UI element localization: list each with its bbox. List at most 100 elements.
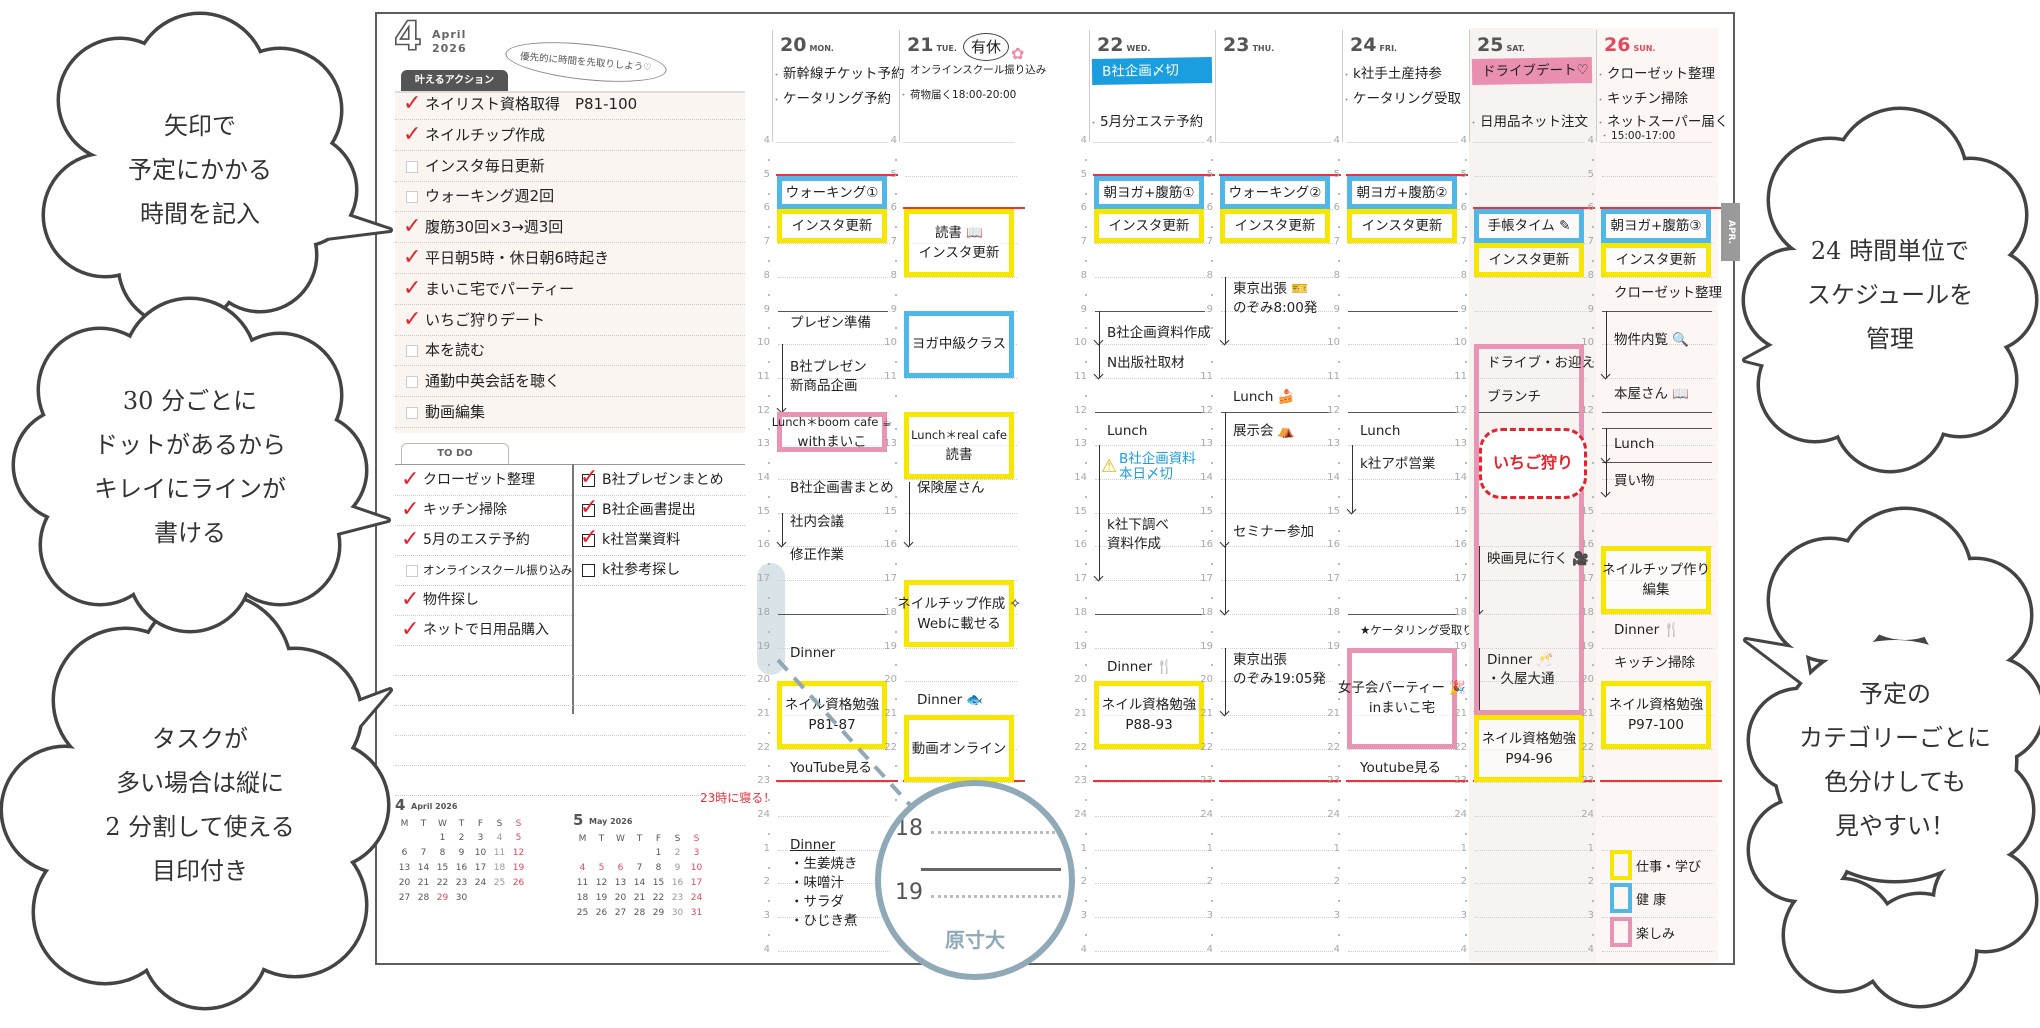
event-text-block[interactable]: 修正作業	[790, 546, 844, 565]
calendar-day[interactable]: 7	[420, 848, 427, 858]
event-text-block[interactable]: Dinner 🐟	[917, 691, 983, 710]
calendar-day[interactable]: 7	[636, 863, 643, 873]
calendar-day[interactable]: 22	[652, 893, 665, 903]
calendar-day[interactable]: 29	[436, 893, 449, 903]
event-text-block[interactable]: Lunch	[1614, 435, 1654, 454]
event-box[interactable]: 朝ヨガ+腹筋②	[1347, 175, 1457, 210]
event-box[interactable]: 女子会パーティー 🎉inまいこ宅	[1338, 647, 1466, 749]
todo-item[interactable]: ✓物件探し	[395, 585, 572, 616]
event-text-block[interactable]: キッチン掃除	[1614, 654, 1695, 673]
todo-item[interactable]: ✓キッチン掃除	[395, 495, 572, 526]
event-box[interactable]: ネイルチップ作り編集	[1601, 546, 1711, 614]
event-text-block[interactable]: 東京出張のぞみ19:05発	[1233, 651, 1326, 689]
event-text-block[interactable]: Lunch	[1360, 422, 1400, 441]
calendar-day[interactable]: 18	[576, 893, 589, 903]
event-box[interactable]: 朝ヨガ+腹筋①	[1094, 175, 1204, 210]
action-item[interactable]: ✓いちご狩りデート	[395, 305, 745, 336]
calendar-day[interactable]: 10	[690, 863, 703, 873]
calendar-day[interactable]: 9	[458, 848, 465, 858]
calendar-day[interactable]: 28	[417, 893, 430, 903]
calendar-day[interactable]: 18	[493, 863, 506, 873]
action-item[interactable]: 動画編集	[395, 397, 745, 428]
calendar-day[interactable]: 20	[614, 893, 627, 903]
action-item[interactable]: ✓ネイルチップ作成	[395, 120, 745, 151]
event-text-block[interactable]: N出版社取材	[1107, 354, 1185, 373]
calendar-day[interactable]: 28	[633, 908, 646, 918]
calendar-day[interactable]: 15	[436, 863, 449, 873]
action-item[interactable]: ✓ネイリスト資格取得 P81-100	[395, 89, 745, 120]
calendar-day[interactable]: 24	[474, 878, 487, 888]
action-item[interactable]: 本を読む	[395, 335, 745, 367]
event-text-block[interactable]: Dinner・生姜焼き・味噌汁・サラダ・ひじき煮	[790, 836, 858, 931]
todo-item[interactable]: ✓ネットで日用品購入	[395, 615, 572, 646]
calendar-day[interactable]: 5	[598, 863, 605, 873]
calendar-day[interactable]: 15	[652, 878, 665, 888]
calendar-day[interactable]: 29	[652, 908, 665, 918]
calendar-day[interactable]: 31	[690, 908, 703, 918]
calendar-day[interactable]: 13	[398, 863, 411, 873]
calendar-day[interactable]: 6	[617, 863, 624, 873]
event-text-block[interactable]: 展示会 ⛺	[1233, 422, 1295, 441]
checkbox-icon[interactable]	[406, 376, 418, 389]
checkbox-icon[interactable]	[582, 474, 595, 487]
event-text-block[interactable]: YouTube見る	[790, 759, 872, 778]
calendar-day[interactable]: 12	[512, 848, 525, 858]
event-box[interactable]: インスタ更新	[1474, 243, 1584, 277]
calendar-day[interactable]: 30	[455, 893, 468, 903]
event-text-block[interactable]: プレゼン準備	[790, 314, 871, 333]
actions-tab[interactable]: 叶えるアクション	[401, 70, 508, 91]
event-box[interactable]: インスタ更新	[1220, 209, 1330, 244]
calendar-day[interactable]: 23	[671, 893, 684, 903]
calendar-day[interactable]: 4	[496, 833, 503, 843]
checkbox-icon[interactable]	[582, 534, 595, 547]
event-box[interactable]: ヨガ中級クラス	[904, 310, 1014, 378]
event-text-block[interactable]: Dinner 🍴	[1107, 658, 1173, 677]
event-text-block[interactable]: 社内会議	[790, 513, 844, 532]
checkbox-icon[interactable]	[406, 191, 418, 204]
event-text-block[interactable]: 東京出張 🎫のぞみ8:00発	[1233, 280, 1317, 318]
event-box[interactable]: 読書 📖インスタ更新	[904, 209, 1014, 277]
calendar-day[interactable]: 17	[690, 878, 703, 888]
calendar-day[interactable]: 23	[455, 878, 468, 888]
event-text-block[interactable]: B社企画資料作成	[1107, 324, 1211, 343]
calendar-day[interactable]: 14	[417, 863, 430, 873]
calendar-day[interactable]: 17	[474, 863, 487, 873]
calendar-day[interactable]: 2	[674, 848, 681, 858]
event-box[interactable]	[1474, 344, 1584, 715]
checkbox-icon[interactable]	[406, 160, 418, 173]
calendar-day[interactable]: 30	[671, 908, 684, 918]
todo-item[interactable]: ✓クローゼット整理	[395, 465, 572, 496]
event-text-block[interactable]: ★ケータリング受取り	[1360, 621, 1474, 640]
calendar-day[interactable]: 19	[512, 863, 525, 873]
event-box[interactable]: インスタ更新	[777, 209, 887, 244]
event-text-block[interactable]: 物件内覧 🔍	[1614, 331, 1689, 350]
calendar-day[interactable]: 24	[690, 893, 703, 903]
todo-item[interactable]: ✓k社営業資料	[576, 525, 745, 556]
event-text-block[interactable]: B社プレゼン新商品企画	[790, 358, 867, 396]
calendar-day[interactable]: 21	[633, 893, 646, 903]
event-text-block[interactable]: Youtube見る	[1360, 759, 1441, 778]
calendar-day[interactable]: 16	[671, 878, 684, 888]
todo-item[interactable]: ✓B社企画書提出	[576, 495, 745, 526]
calendar-day[interactable]: 2	[458, 833, 465, 843]
event-text-block[interactable]: 保険屋さん	[917, 479, 985, 498]
calendar-day[interactable]: 26	[512, 878, 525, 888]
event-text-block[interactable]: B社企画書まとめ	[790, 479, 894, 498]
calendar-day[interactable]: 13	[614, 878, 627, 888]
month-index-tab[interactable]: APR.	[1721, 203, 1740, 261]
calendar-day[interactable]: 12	[595, 878, 608, 888]
event-box[interactable]: ネイルチップ作成 ✧Webに載せる	[897, 580, 1021, 648]
checkbox-icon[interactable]	[582, 564, 595, 577]
event-text-block[interactable]: k社下調べ資料作成	[1107, 516, 1169, 554]
todo-item[interactable]: k社参考探し	[576, 555, 745, 586]
calendar-day[interactable]: 1	[655, 848, 662, 858]
